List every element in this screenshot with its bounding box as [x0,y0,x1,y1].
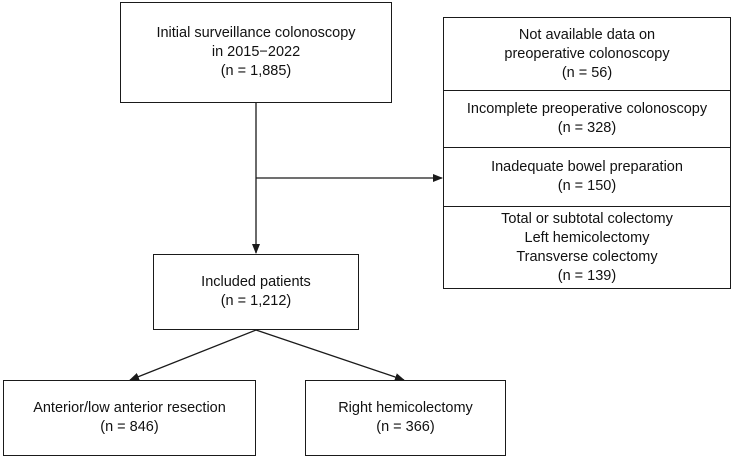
right-hemicolectomy-label: Right hemicolectomy [338,400,473,416]
exclusion-2-line-1: Incomplete preoperative colonoscopy [466,101,708,117]
exclusion-3-count: (n = 150) [557,178,617,194]
exclusion-3-line-1: Inadequate bowel preparation [491,159,683,175]
included-label: Included patients [201,274,311,290]
included-to-left-outcome-arrow [129,329,257,381]
anterior-resection-label: Anterior/low anterior resection [33,400,226,416]
exclusion-4-line-3: Transverse colectomy [516,248,658,265]
exclusion-4-count: (n = 139) [557,267,617,284]
exclusion-4-line-1: Total or subtotal colectomy [501,210,673,227]
initial-line-1: Initial surveillance colonoscopy [156,25,356,41]
included-patients-box: Included patients (n = 1,212) [153,254,359,330]
exclusion-1-count: (n = 56) [561,64,613,81]
exclusion-1-line-1: Not available data on [518,26,656,43]
exclusion-inadequate-prep: Inadequate bowel preparation (n = 150) [444,147,730,206]
exclusion-colectomy: Total or subtotal colectomy Left hemicol… [444,206,730,288]
exclusion-1-line-2: preoperative colonoscopy [504,45,670,62]
initial-surveillance-box: Initial surveillance colonoscopy in 2015… [120,2,392,103]
anterior-resection-count: (n = 846) [100,419,159,435]
exclusion-4-line-2: Left hemicolectomy [524,229,650,246]
included-count: (n = 1,212) [220,293,292,309]
initial-line-2: in 2015−2022 [211,44,301,60]
exclusion-incomplete: Incomplete preoperative colonoscopy (n =… [444,90,730,147]
exclusion-criteria-box: Not available data on preoperative colon… [443,17,731,289]
initial-count: (n = 1,885) [220,63,292,79]
exclusion-2-count: (n = 328) [557,120,617,136]
included-to-right-outcome-arrow [255,329,405,381]
anterior-resection-box: Anterior/low anterior resection (n = 846… [3,380,256,456]
right-hemicolectomy-box: Right hemicolectomy (n = 366) [305,380,506,456]
exclusion-not-available: Not available data on preoperative colon… [444,18,730,90]
right-hemicolectomy-count: (n = 366) [376,419,435,435]
